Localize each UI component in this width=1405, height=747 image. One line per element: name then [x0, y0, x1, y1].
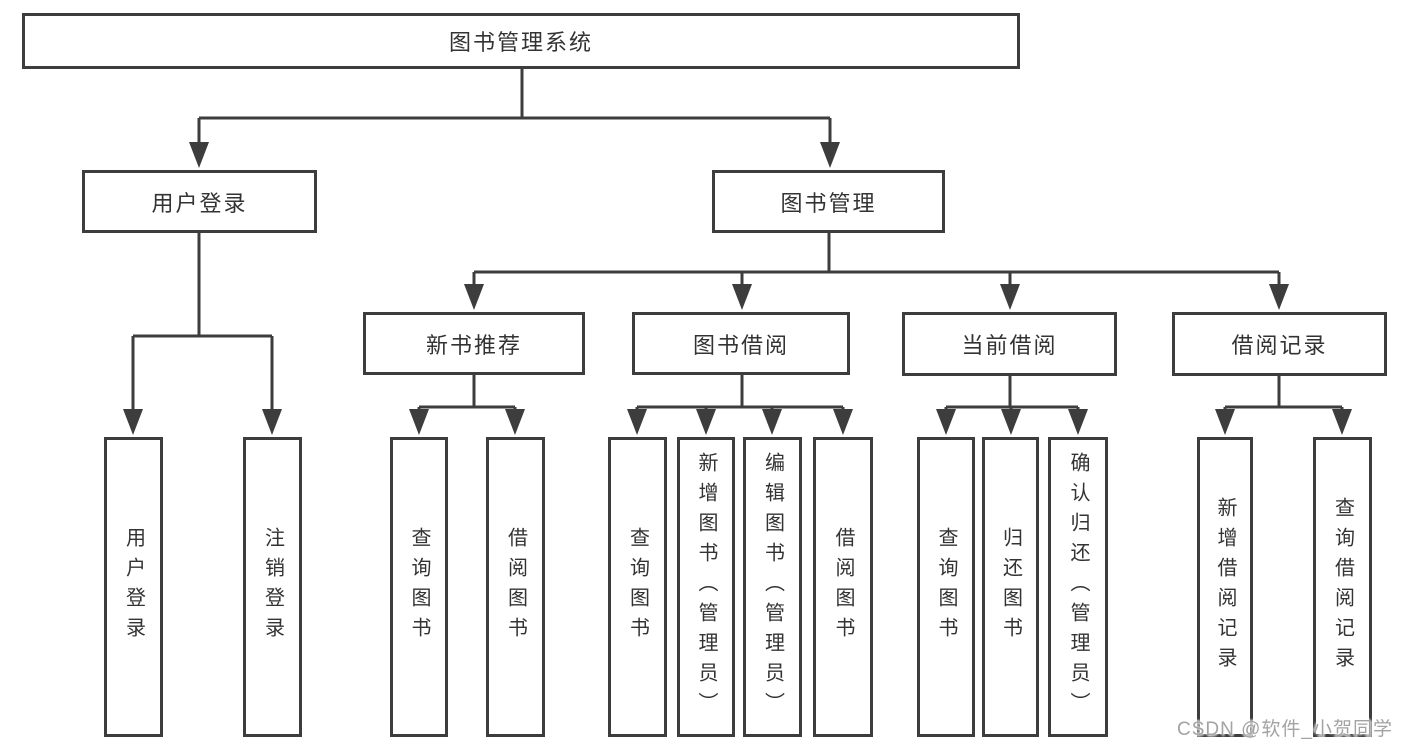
node-borrow-books: 借阅图书 [813, 437, 873, 737]
node-add-borrow-record: 新增借阅记录 [1197, 437, 1253, 737]
node-label: 图书借阅 [692, 332, 789, 358]
node-label: 图书管理系统 [448, 30, 593, 55]
node-borrowing-records: 借阅记录 [1172, 312, 1387, 376]
node-label: 借阅记录 [1231, 333, 1328, 358]
node-label: 确认归还（管理员） [1067, 452, 1089, 722]
node-logout: 注销登录 [243, 437, 302, 737]
node-return-books: 归还图书 [982, 437, 1039, 737]
node-edit-books-admin: 编辑图书（管理员） [743, 437, 802, 737]
node-label: 查询图书 [935, 527, 957, 647]
node-label: 查询图书 [626, 527, 649, 647]
node-borrow-books-recommend: 借阅图书 [486, 437, 545, 737]
node-confirm-return-admin: 确认归还（管理员） [1048, 437, 1108, 737]
node-add-books-admin: 新增图书（管理员） [677, 437, 735, 737]
node-label: 图书管理 [780, 190, 877, 216]
node-query-borrow-record: 查询借阅记录 [1313, 437, 1372, 737]
node-label: 用户登录 [122, 527, 145, 647]
node-label: 新增图书（管理员） [695, 452, 717, 722]
node-label: 当前借阅 [961, 333, 1058, 358]
node-library-management-system: 图书管理系统 [22, 13, 1020, 69]
watermark: CSDN @软件_小贺同学 [1177, 719, 1393, 740]
node-query-books-recommend: 查询图书 [390, 437, 448, 737]
node-user-login: 用户登录 [104, 437, 163, 737]
node-label: 借阅图书 [832, 527, 854, 647]
node-query-books-current: 查询图书 [917, 437, 975, 737]
node-label: 查询借阅记录 [1331, 497, 1354, 677]
node-label: 新增借阅记录 [1214, 497, 1236, 677]
node-current-borrowing: 当前借阅 [902, 312, 1117, 376]
node-label: 查询图书 [408, 527, 430, 647]
node-label: 用户登录 [151, 190, 248, 216]
node-new-book-recommend: 新书推荐 [363, 312, 585, 375]
node-user-login-group: 用户登录 [82, 170, 317, 233]
node-label: 归还图书 [999, 527, 1022, 647]
node-query-books-borrow: 查询图书 [608, 437, 667, 737]
node-label: 借阅图书 [504, 527, 527, 647]
node-label: 新书推荐 [425, 332, 522, 358]
node-book-management: 图书管理 [712, 170, 945, 233]
node-label: 编辑图书（管理员） [761, 452, 784, 722]
node-label: 注销登录 [261, 527, 284, 647]
node-book-borrowing: 图书借阅 [632, 312, 850, 375]
